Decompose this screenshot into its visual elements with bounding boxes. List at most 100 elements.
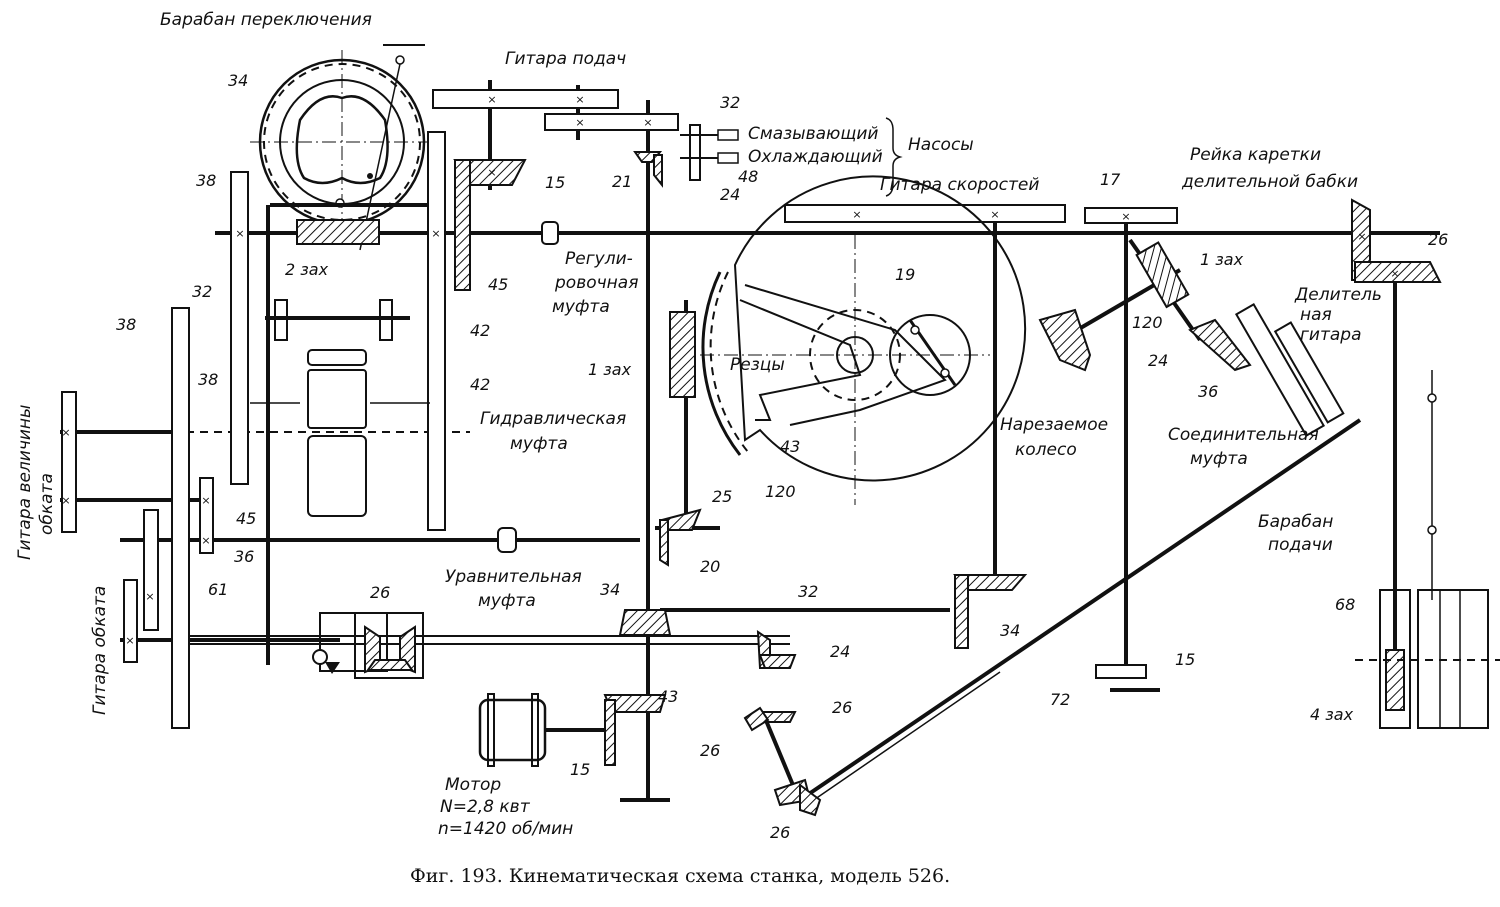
label-roll-guitar: Гитара обката <box>90 586 110 715</box>
label-index-rack-2: делительной бабки <box>1181 172 1358 192</box>
svg-text:×: × <box>125 634 134 647</box>
gear-number: 26 <box>370 583 390 602</box>
gear-number: 17 <box>1100 170 1121 189</box>
gear-number: 34 <box>1000 621 1020 640</box>
label-roll-size-guitar-1: Гитара величины <box>15 405 35 560</box>
gear-number: 1 зах <box>1200 250 1244 269</box>
svg-text:×: × <box>61 494 70 507</box>
label-motor: Мотор <box>445 775 501 795</box>
speed-guitar-gears: × × × <box>784 204 1178 224</box>
left-gears: × × × × × × × × <box>61 131 446 729</box>
label-hydraulic-clutch-1: Гидравлическая <box>480 409 626 429</box>
gear-number: 15 <box>545 173 565 192</box>
gear-number: 48 <box>738 167 758 186</box>
label-equalizing-clutch-2: муфта <box>478 591 536 611</box>
gear-number: 68 <box>1335 595 1355 614</box>
cut-wheel <box>1038 308 1092 372</box>
label-hydraulic-clutch-2: муфта <box>510 434 568 454</box>
figure-caption: Фиг. 193. Кинематическая схема станка, м… <box>410 865 950 887</box>
gear-number: 1 зах <box>588 360 632 379</box>
handwheel-gear <box>1095 664 1160 692</box>
gear-number: 36 <box>1198 382 1218 401</box>
gear-number: 15 <box>1175 650 1195 669</box>
gear-number: 4 зах <box>1310 705 1354 724</box>
label-motor-power: N=2,8 квт <box>440 797 531 817</box>
gear-number: 26 <box>832 698 852 717</box>
svg-text:×: × <box>431 227 440 240</box>
cradle <box>669 175 1027 505</box>
label-coupling-clutch-2: муфта <box>1190 449 1248 469</box>
gear-number: 45 <box>488 275 508 294</box>
svg-text:×: × <box>643 116 652 129</box>
label-cutters: Резцы <box>730 355 785 375</box>
labels: Барабан переключения Гитара подач Смазыв… <box>15 10 1382 839</box>
svg-text:×: × <box>575 93 584 106</box>
svg-text:×: × <box>201 494 210 507</box>
label-regulating-clutch-3: муфта <box>552 297 610 317</box>
gear-number: 26 <box>700 741 720 760</box>
label-cooling-pump: Охлаждающий <box>748 147 883 167</box>
vertical-shafts <box>266 80 1397 800</box>
svg-text:×: × <box>575 116 584 129</box>
label-pumps: Насосы <box>908 135 974 155</box>
svg-text:×: × <box>487 93 496 106</box>
svg-text:×: × <box>1357 230 1366 243</box>
gear-number: 43 <box>658 687 678 706</box>
feed-drum <box>1355 370 1500 729</box>
gear-number: 120 <box>1132 313 1163 332</box>
gear-number: 38 <box>196 171 216 190</box>
svg-text:×: × <box>1390 267 1399 280</box>
label-cut-wheel-2: колесо <box>1015 440 1077 460</box>
gear-number: 25 <box>712 487 732 506</box>
gear-number: 34 <box>228 71 248 90</box>
label-regulating-clutch-1: Регули- <box>565 249 633 269</box>
svg-text:×: × <box>852 208 861 221</box>
label-index-guitar-2: ная <box>1300 305 1332 325</box>
equalizing-clutch <box>497 527 517 553</box>
gear-number: 26 <box>1428 230 1448 249</box>
gear-number: 24 <box>1148 351 1168 370</box>
gear-number: 42 <box>470 321 490 340</box>
gear-number: 32 <box>798 582 818 601</box>
label-coupling-clutch-1: Соединительная <box>1168 425 1319 445</box>
label-regulating-clutch-2: ровочная <box>554 273 638 293</box>
gear-number: 26 <box>770 823 790 842</box>
label-roll-size-guitar-2: обката <box>37 473 57 535</box>
gear-number: 32 <box>192 282 212 301</box>
label-equalizing-clutch-1: Уравнительная <box>445 567 582 587</box>
gear-number: 42 <box>470 375 490 394</box>
svg-text:×: × <box>61 426 70 439</box>
label-feed-drum-1: Барабан <box>1258 512 1333 532</box>
bevel-gears-center <box>603 508 1028 817</box>
label-lubricating-pump: Смазывающий <box>748 124 878 144</box>
label-speed-guitar: Гитара скоростей <box>880 175 1039 195</box>
label-switch-drum: Барабан переключения <box>160 10 372 30</box>
differential <box>312 612 424 679</box>
gear-number: 15 <box>570 760 590 779</box>
gear-number: 19 <box>895 265 915 284</box>
svg-text:×: × <box>1121 210 1130 223</box>
hydraulic-clutch <box>250 299 430 517</box>
feed-guitar-gears: × × × × × <box>432 89 679 291</box>
label-cut-wheel-1: Нарезаемое <box>1000 415 1108 435</box>
motor <box>478 693 670 802</box>
gear-number: 24 <box>720 185 740 204</box>
svg-text:×: × <box>235 227 244 240</box>
gear-number: 34 <box>600 580 620 599</box>
gear-numbers: 34 38 2 зах 32 38 38 15 45 42 42 21 32 4… <box>116 71 1448 842</box>
gear-number: 45 <box>236 509 256 528</box>
label-index-rack-1: Рейка каретки <box>1190 145 1321 165</box>
svg-text:×: × <box>145 590 154 603</box>
label-feed-drum-2: подачи <box>1268 535 1333 555</box>
gear-number: 20 <box>700 557 720 576</box>
label-motor-speed: n=1420 об/мин <box>438 819 573 839</box>
svg-text:×: × <box>487 166 496 179</box>
gear-number: 120 <box>765 482 796 501</box>
label-index-guitar-3: гитара <box>1300 325 1362 345</box>
gear-number: 38 <box>116 315 136 334</box>
label-index-guitar-1: Делитель <box>1294 285 1382 305</box>
label-feed-guitar: Гитара подач <box>505 49 626 69</box>
svg-text:×: × <box>990 208 999 221</box>
gear-number: 2 зах <box>285 260 329 279</box>
